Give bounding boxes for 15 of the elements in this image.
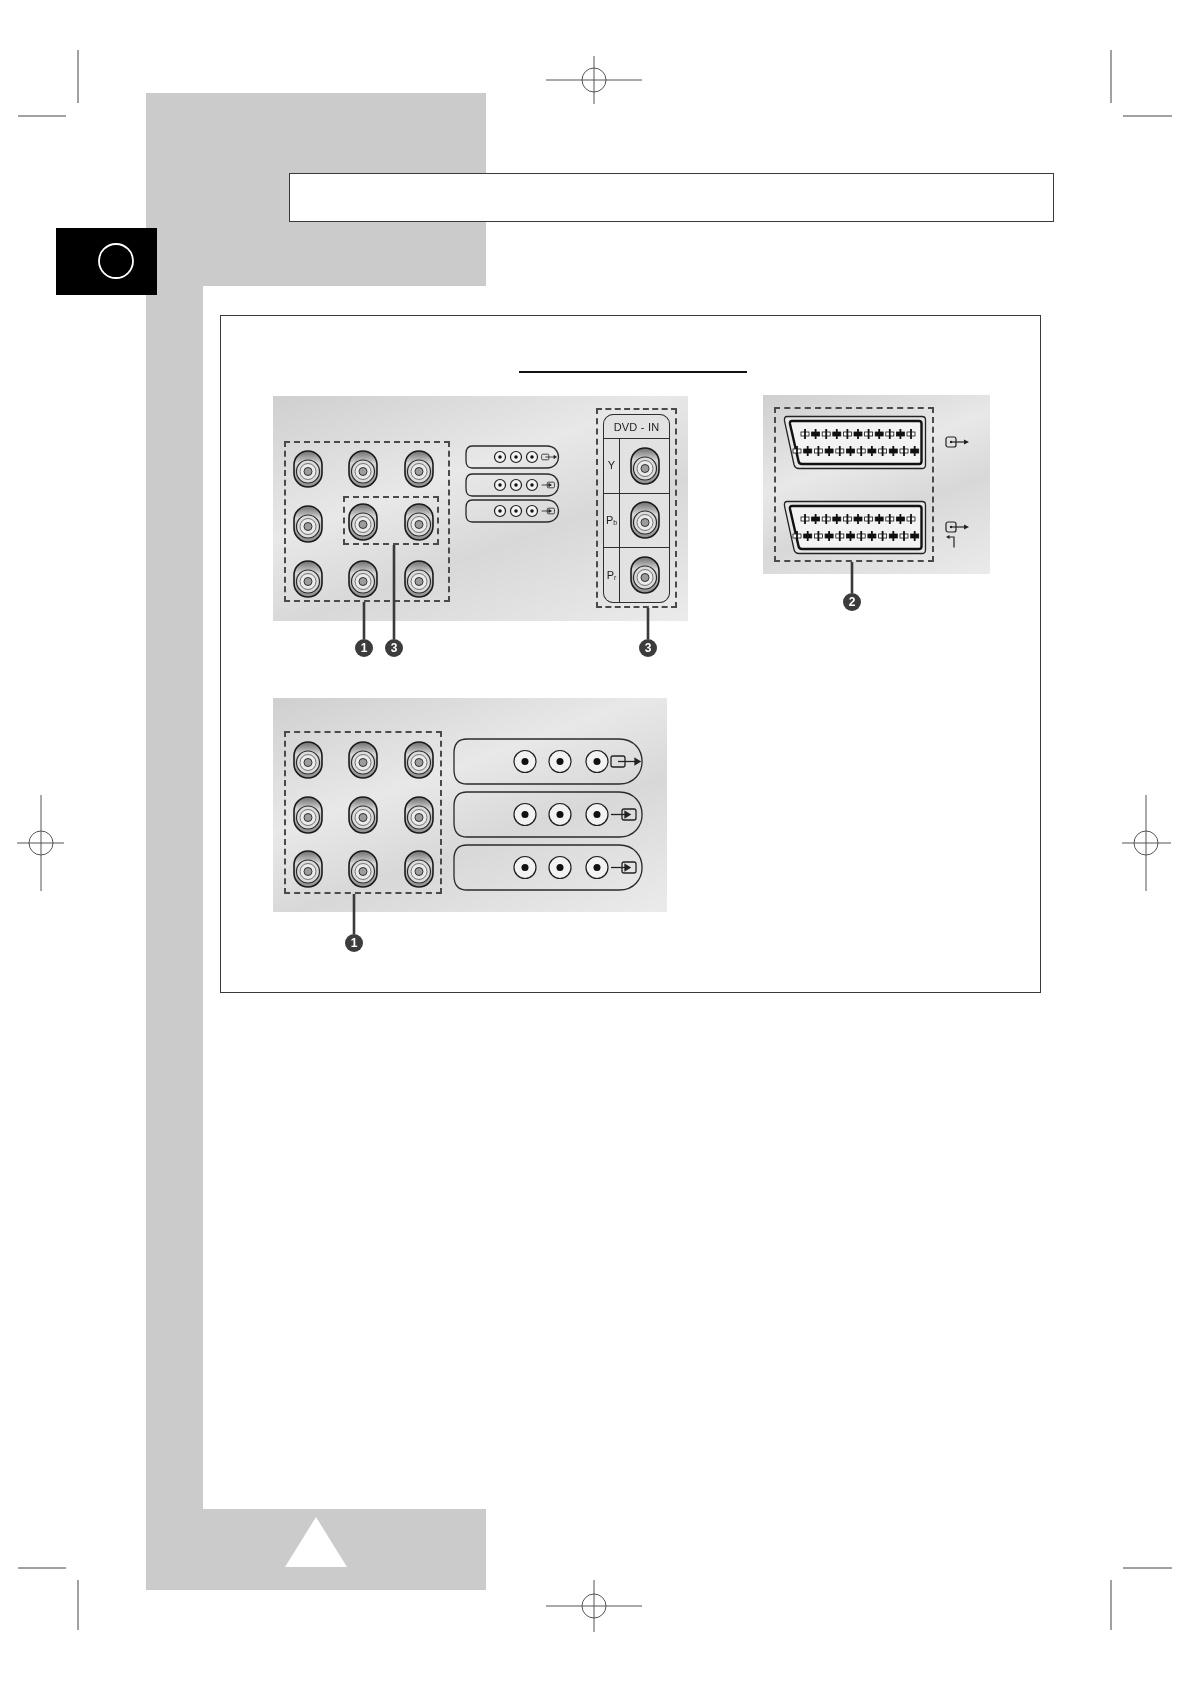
leader-line (352, 894, 356, 934)
dashed-group-frame (284, 441, 450, 602)
dashed-group-frame (343, 496, 439, 545)
signal-label: P$_{r}$ (606, 569, 617, 581)
dashed-group-frame (596, 408, 677, 608)
panel-heading: DVD - IN (613, 420, 660, 433)
dashed-group-frame (774, 407, 934, 562)
leader-line (850, 562, 854, 593)
signal-label: Y (607, 460, 616, 472)
signal-label: P$_{b}$ (605, 515, 618, 526)
leader-line (646, 608, 650, 639)
dashed-group-frame (284, 731, 442, 894)
empty-title-bar (289, 173, 1054, 222)
input-panel (603, 414, 670, 603)
leader-line (362, 602, 366, 639)
